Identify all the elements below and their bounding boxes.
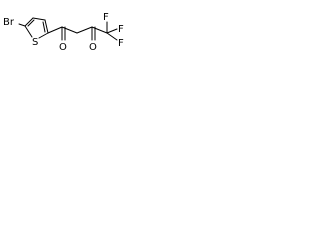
bond-co2-cf3 xyxy=(91,26,108,34)
ring-bond-c5-c4-inner xyxy=(27,19,35,27)
bond-c-f2 xyxy=(106,28,118,34)
bond-c5-br xyxy=(18,23,26,27)
ring-bond-c5-c4 xyxy=(24,17,34,27)
diketone-chain xyxy=(47,26,108,41)
atom-label-s: S xyxy=(32,37,38,48)
atom-label-o2: O xyxy=(89,42,97,53)
chemical-structure: Br S O O F F F xyxy=(3,12,124,53)
ring-bond-c3-c2-inner xyxy=(42,21,46,33)
atom-label-f2: F xyxy=(118,24,124,35)
thiophene-ring xyxy=(24,17,49,39)
bond-c2-co1 xyxy=(47,26,63,34)
ring-bond-c2-s xyxy=(38,32,49,39)
atom-label-br: Br xyxy=(3,17,15,28)
ring-bond-c3-c2 xyxy=(44,19,49,34)
atom-label-f1: F xyxy=(103,12,109,23)
atom-label-o1: O xyxy=(59,42,67,53)
bond-c-f3 xyxy=(106,32,118,41)
ring-bond-c4-c3 xyxy=(32,17,46,21)
trifluoromethyl-group xyxy=(106,21,118,41)
ring-bond-s-c5 xyxy=(24,25,33,38)
bond-ch2-co2 xyxy=(76,26,93,34)
atom-label-f3: F xyxy=(118,38,124,49)
bond-co1-ch2 xyxy=(61,26,78,34)
